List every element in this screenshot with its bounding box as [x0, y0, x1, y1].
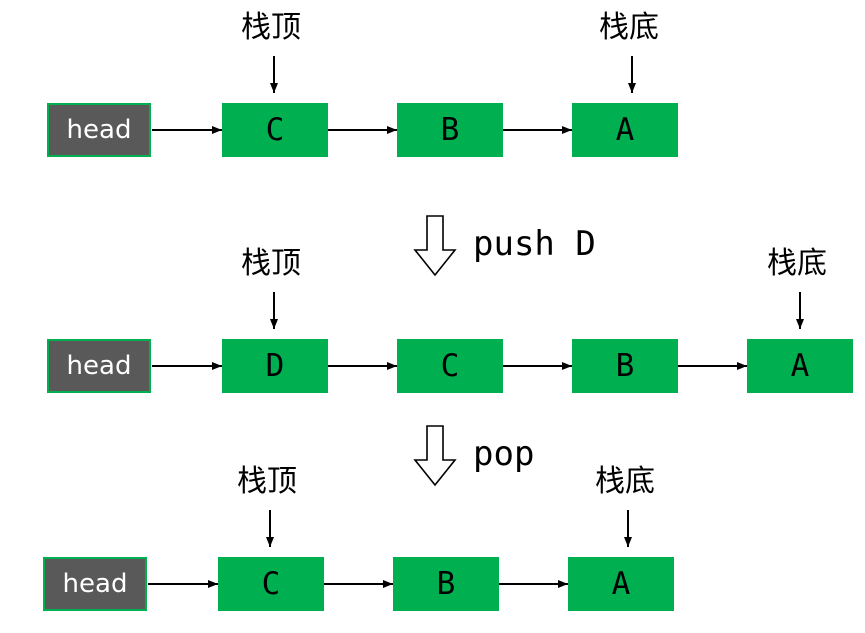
operation-label: pop: [473, 434, 535, 474]
stack-node: A: [572, 103, 678, 157]
down-arrow-icon: [413, 215, 457, 277]
stack-node: C: [222, 103, 328, 157]
stack-node: C: [397, 339, 503, 393]
head-node: head: [47, 103, 151, 157]
stack-top-label: 栈顶: [237, 464, 297, 499]
stack-node: A: [568, 557, 674, 611]
stack-top-label: 栈顶: [241, 246, 301, 281]
stack-bottom-label: 栈底: [599, 10, 659, 45]
stack-bottom-label: 栈底: [767, 246, 827, 281]
stack-node: B: [572, 339, 678, 393]
head-node: head: [47, 339, 151, 393]
stack-node: C: [218, 557, 324, 611]
head-node: head: [43, 557, 147, 611]
stack-node: D: [222, 339, 328, 393]
stack-top-label: 栈顶: [241, 10, 301, 45]
stack-node: B: [393, 557, 499, 611]
stack-node: B: [397, 103, 503, 157]
stack-node: A: [747, 339, 853, 393]
operation-label: push D: [473, 224, 596, 264]
stack-bottom-label: 栈底: [595, 464, 655, 499]
down-arrow-icon: [413, 425, 457, 487]
